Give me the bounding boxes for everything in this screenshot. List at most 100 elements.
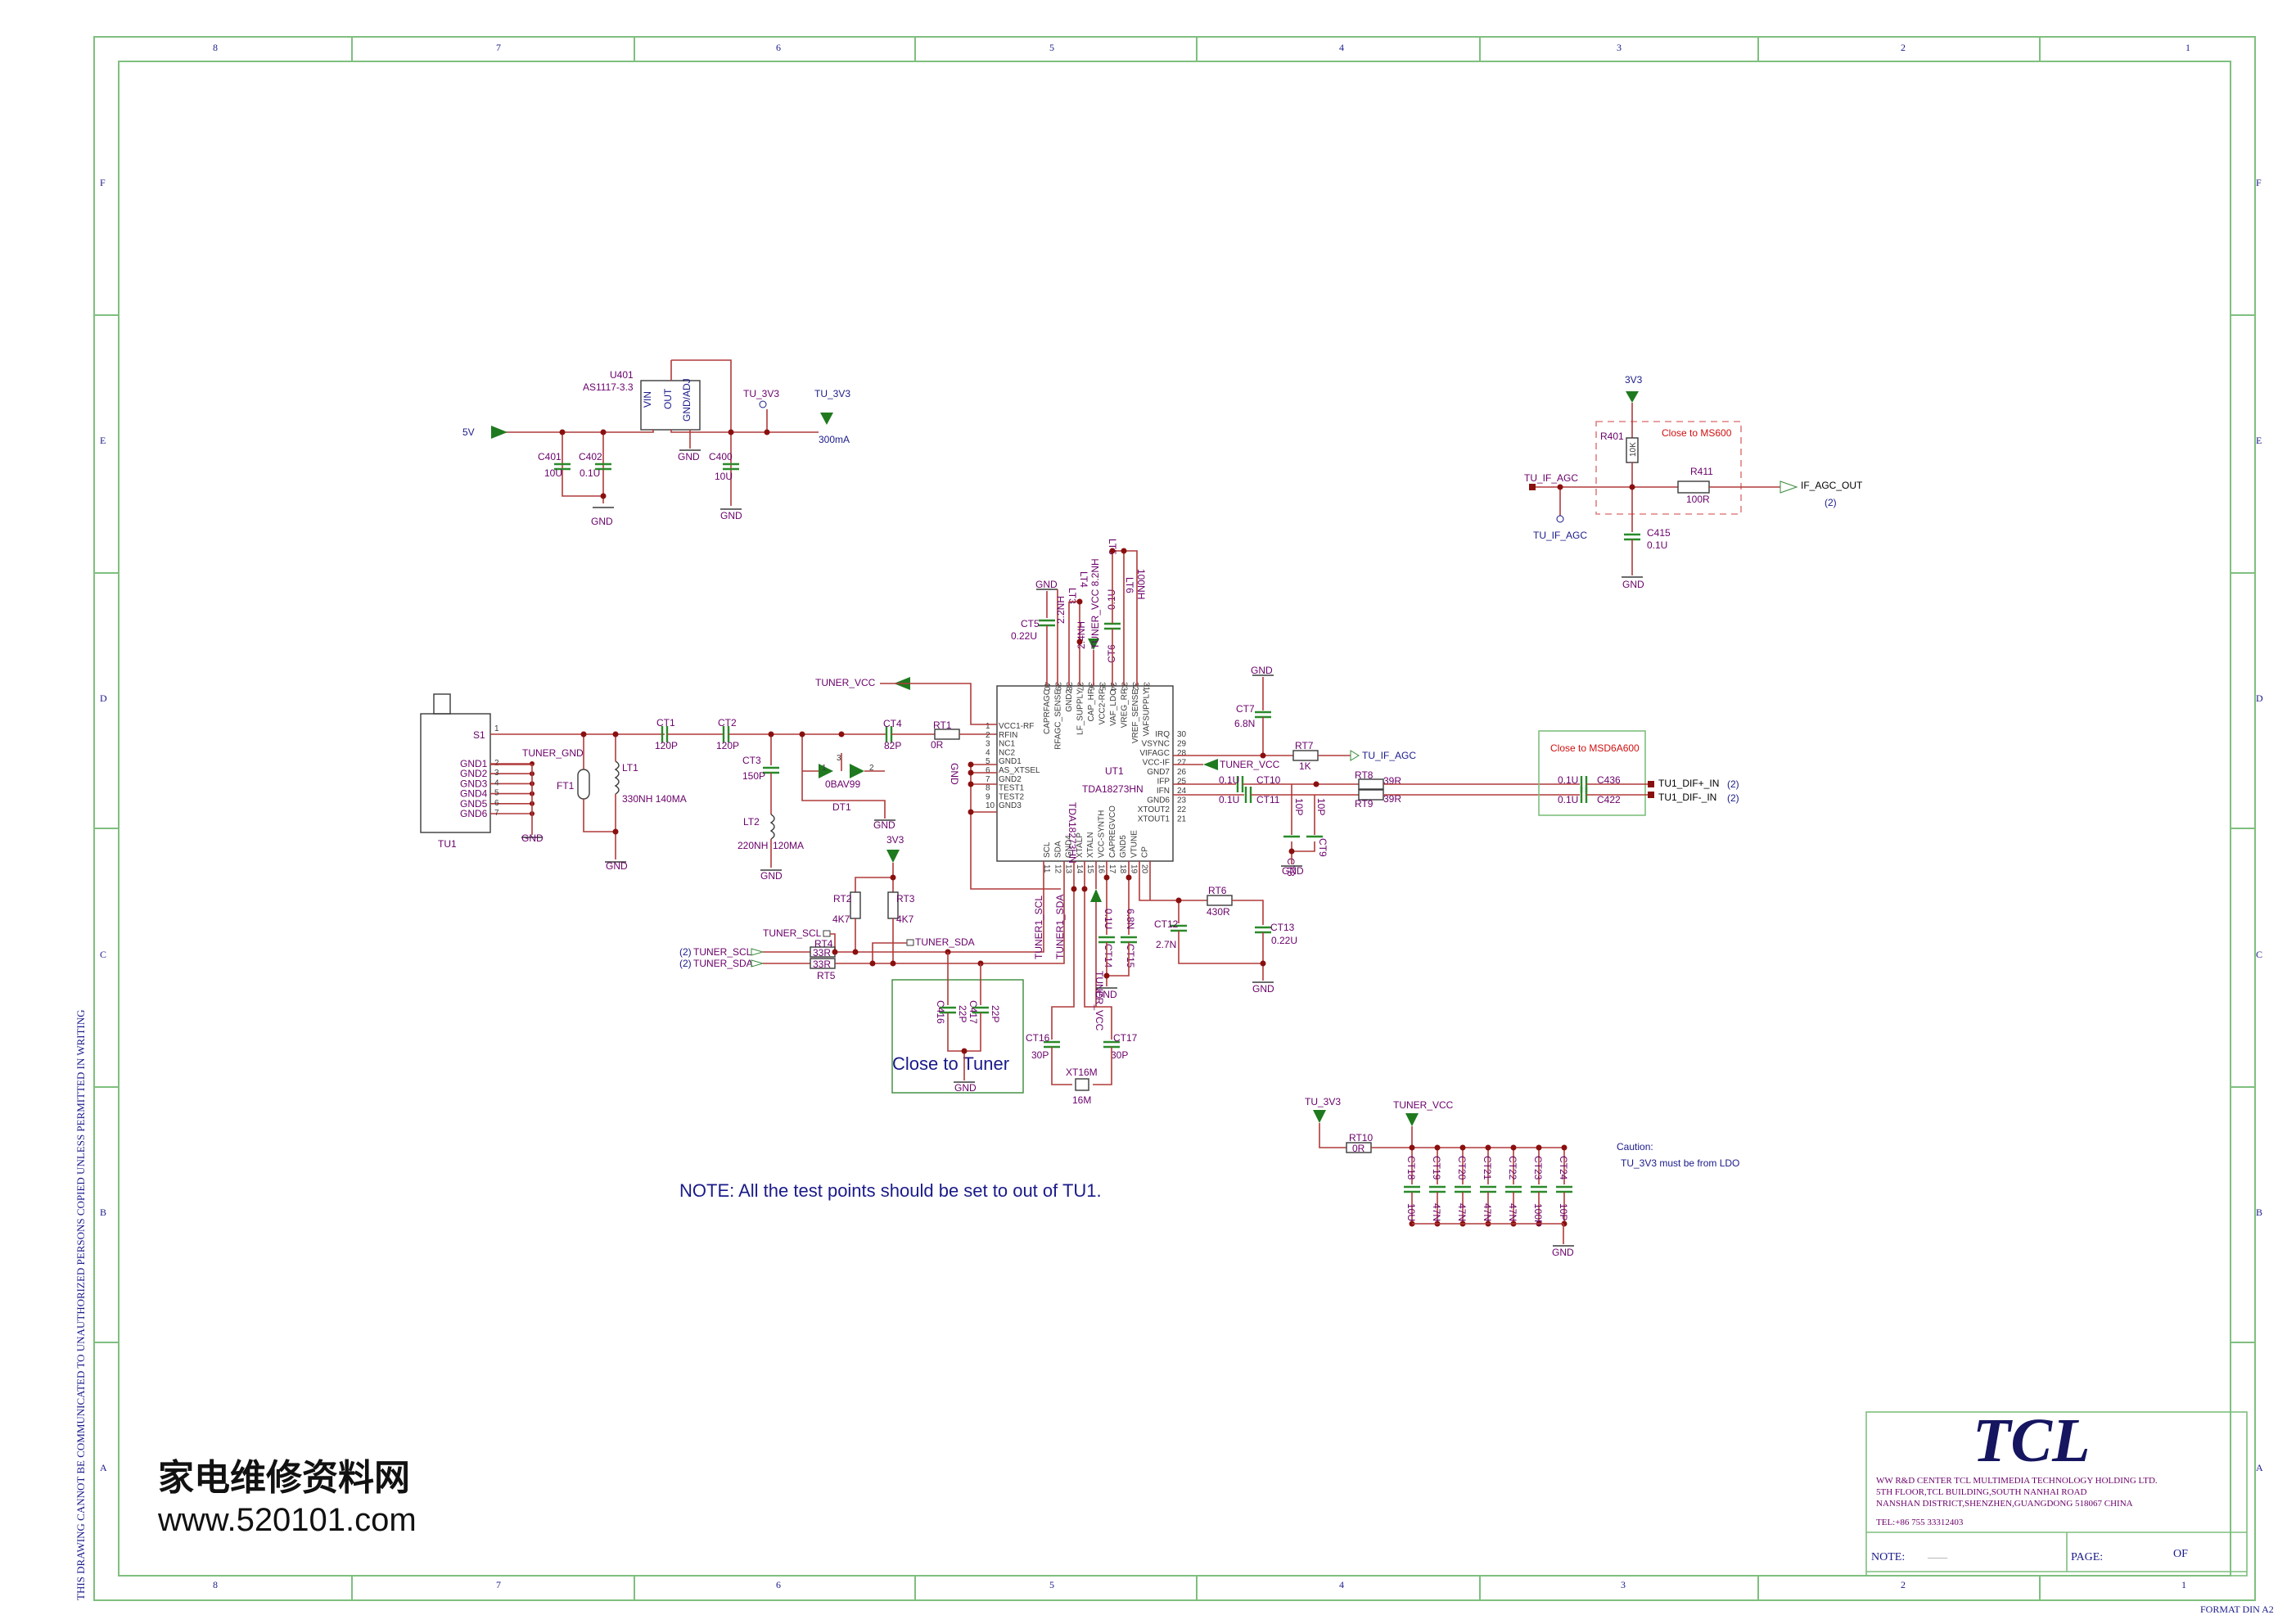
- zone-bottom-3: 3: [1621, 1579, 1626, 1590]
- ut1-pin-vafsupply: VAFSUPPLY: [1143, 689, 1152, 737]
- lt2-gnd: GND: [760, 870, 783, 882]
- decoupling-bank: TU_3V3 RT10 0R TUNER_VCC CT1810UCT1947NC…: [1305, 1096, 1739, 1258]
- ut1-pin-num-17: 17: [1107, 864, 1116, 874]
- note-value: ——: [1927, 1551, 1948, 1563]
- ut1-pin-num-13: 13: [1064, 864, 1073, 874]
- ut1-part-vertical: TDA18273HN: [1067, 802, 1078, 864]
- zone-left-B: B: [100, 1207, 106, 1218]
- c402-ref: C402: [579, 451, 602, 462]
- title-line3: NANSHAN DISTRICT,SHENZHEN,GUANGDONG 5180…: [1876, 1499, 2133, 1509]
- rt1-ref: RT1: [933, 720, 952, 731]
- lt2-value2: 120MA: [773, 840, 804, 851]
- u401-vin-pin: VIN: [642, 391, 653, 408]
- decoupling-cap-ct21: CT21: [1482, 1156, 1493, 1180]
- tu1-pin-num-3: 3: [494, 769, 499, 778]
- lt2-ref: LT2: [743, 816, 760, 828]
- decoupling-cap-ct23: CT23: [1532, 1156, 1544, 1180]
- ct6-ref: CT6: [1106, 644, 1117, 663]
- ct8-ref: CT8: [1285, 858, 1297, 877]
- ut1-pin-vcc-synth: VCC-SYNTH: [1098, 810, 1107, 858]
- synth-vcc-net: TUNER_VCC: [1094, 971, 1105, 1031]
- rt1-value: 0R: [931, 739, 944, 751]
- ldo-current: 300mA: [819, 434, 850, 445]
- ut1-pin-gnd6: GND6: [1147, 796, 1170, 805]
- c400-value: 10U: [715, 471, 733, 482]
- ut1-pin-rfagc_sense: RFAGC_SENSE: [1054, 689, 1063, 750]
- format-label: FORMAT DIN A2: [2200, 1604, 2274, 1615]
- sda-in-ref: (2): [679, 958, 692, 969]
- lt4-vcc-arrow: [1088, 638, 1099, 650]
- ut1-pin-num-5: 5: [986, 757, 990, 766]
- tu1-ref: TU1: [438, 838, 457, 850]
- tp-scl-label: TUNER_SCL: [763, 927, 822, 939]
- ct16-ref: CT16: [1026, 1032, 1050, 1044]
- ut1-pin-ifn: IFN: [1157, 787, 1170, 796]
- close-to-tuner-note: Close to Tuner: [892, 1053, 1009, 1074]
- ct2-ref: CT2: [718, 717, 737, 729]
- ut1-pin-num-36: 36: [1086, 682, 1095, 692]
- ut1-pin-num-2: 2: [986, 731, 990, 740]
- dt1-ref: DT1: [832, 801, 851, 813]
- ut1-pin-xtaln: XTALN: [1086, 832, 1095, 859]
- lt2: [769, 814, 775, 840]
- dt1-pin1: 1: [822, 764, 827, 773]
- c401-ref: C401: [538, 451, 562, 462]
- ct7-value: 6.8N: [1234, 718, 1255, 729]
- watermark-url: www.520101.com: [157, 1502, 417, 1538]
- ut1-pin-lf_supply: LF_SUPPLY: [1076, 689, 1085, 735]
- ut1-pin-num-8: 8: [986, 784, 990, 793]
- c400-gnd: GND: [720, 510, 742, 521]
- zone-right-A: A: [2256, 1462, 2263, 1473]
- ut1-pin-num-40: 40: [1042, 682, 1051, 692]
- ut1-pin-vcc1-rf: VCC1-RF: [999, 722, 1034, 731]
- ut1-pin-num-15: 15: [1085, 864, 1094, 874]
- ut1-pin-xtalp: XTALP: [1076, 832, 1085, 858]
- xt-value: 16M: [1072, 1094, 1091, 1106]
- ut1-pin-num-34: 34: [1108, 682, 1117, 692]
- rt4-ref: RT4: [814, 938, 833, 950]
- tuner-vcc-net: TUNER_VCC: [815, 677, 876, 688]
- agc-section: Close to MS600 3V3 R401 10K R411 100R IF…: [1524, 374, 1863, 590]
- zone-left-E: E: [100, 435, 106, 446]
- c422-ref: C422: [1597, 794, 1621, 805]
- lt3-ref: LT3: [1067, 588, 1078, 604]
- tu3v3-arrow: [820, 413, 833, 425]
- ut1-pin-num-11: 11: [1042, 864, 1051, 873]
- note-label: NOTE:: [1871, 1551, 1905, 1563]
- tu-if-agc-net: TU_IF_AGC: [1524, 472, 1578, 484]
- rt7-if-agc-net: TU_IF_AGC: [1362, 750, 1416, 761]
- i2c-3v3-arrow: [886, 850, 900, 863]
- agc-3v3: 3V3: [1625, 374, 1643, 386]
- lt1-value: 330NH 140MA: [622, 793, 687, 805]
- ut1-pin-vcc2-rf: VCC2-RF: [1098, 689, 1107, 724]
- r411-ref: R411: [1690, 466, 1713, 477]
- ut1-pin-num-31: 31: [1142, 682, 1151, 692]
- rt3-value: 4K7: [896, 914, 914, 925]
- zone-right-D: D: [2256, 692, 2263, 704]
- msd6a600-zone: [1538, 730, 1646, 816]
- ct17-ref: CT17: [1113, 1032, 1138, 1044]
- c415-value: 0.1U: [1647, 539, 1667, 551]
- ct8-gnd: GND: [1282, 865, 1304, 877]
- zone-top-3: 3: [1617, 42, 1622, 53]
- ut1-pin-nc2: NC2: [999, 748, 1015, 757]
- u401-out-pin: OUT: [662, 388, 674, 409]
- rt5-ref: RT5: [817, 970, 836, 981]
- tu1-pin-num-6: 6: [494, 799, 499, 808]
- ct6-value: 0.1U: [1106, 589, 1117, 610]
- decoupling-vcc-net: TUNER_VCC: [1393, 1099, 1454, 1111]
- rt3-ref: RT3: [896, 893, 915, 904]
- ut1-pin-vifagc: VIFAGC: [1139, 749, 1170, 758]
- c436-value: 0.1U: [1558, 774, 1578, 786]
- ut1-pin-num-9: 9: [986, 792, 990, 801]
- ut1-pin-num-12: 12: [1053, 864, 1062, 874]
- i2c-3v3: 3V3: [886, 834, 904, 846]
- zone-bottom-2: 2: [1901, 1579, 1906, 1590]
- ut1-pin-scl: SCL: [1043, 841, 1052, 858]
- ut1-pin-num-30: 30: [1177, 730, 1187, 739]
- r401-ref: R401: [1600, 431, 1624, 442]
- zone-right-B: B: [2256, 1207, 2262, 1218]
- ic-right-parts: GND CT7 6.8N RT7 1K TU_IF_AGC TUNER_VCC …: [1173, 665, 1580, 877]
- ut1-pin-num-14: 14: [1075, 864, 1084, 874]
- scl-in-net: TUNER_SCL: [693, 946, 752, 958]
